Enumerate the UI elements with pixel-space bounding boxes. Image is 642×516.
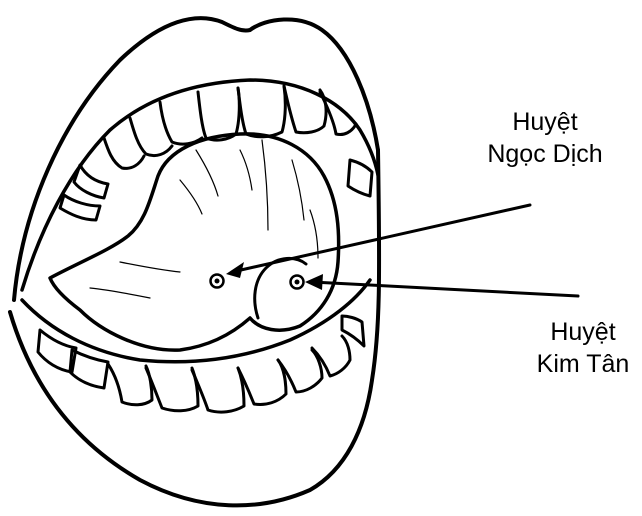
arrowhead-ngoc-dich	[226, 262, 244, 278]
acupoint-ngoc-dich	[211, 275, 224, 288]
lower-tooth	[192, 368, 244, 412]
lower-tooth	[146, 368, 198, 411]
upper-tooth	[198, 88, 239, 140]
lower-tooth	[312, 336, 350, 376]
label-ngoc-dich-line2: Ngọc Dịch	[487, 140, 602, 168]
upper-tooth	[348, 160, 372, 196]
label-ngoc-dich-line1: Huyệt	[512, 108, 577, 136]
upper-tooth	[238, 86, 285, 137]
upper-lip	[14, 18, 378, 300]
arrowhead-kim-tan	[305, 274, 323, 290]
pointer-line-kim-tan	[312, 282, 578, 296]
label-kim-tan-line1: Huyệt	[550, 318, 615, 346]
upper-tooth	[60, 195, 100, 220]
lower-lip	[10, 150, 379, 505]
acupoint-kim-tan	[291, 276, 304, 289]
upper-tooth	[160, 102, 202, 144]
lower-teeth	[38, 316, 364, 412]
upper-teeth	[60, 86, 372, 220]
tongue-texture	[90, 140, 318, 298]
tongue	[50, 134, 339, 350]
upper-tooth	[74, 165, 108, 198]
label-kim-tan-line2: Kim Tân	[537, 350, 630, 378]
